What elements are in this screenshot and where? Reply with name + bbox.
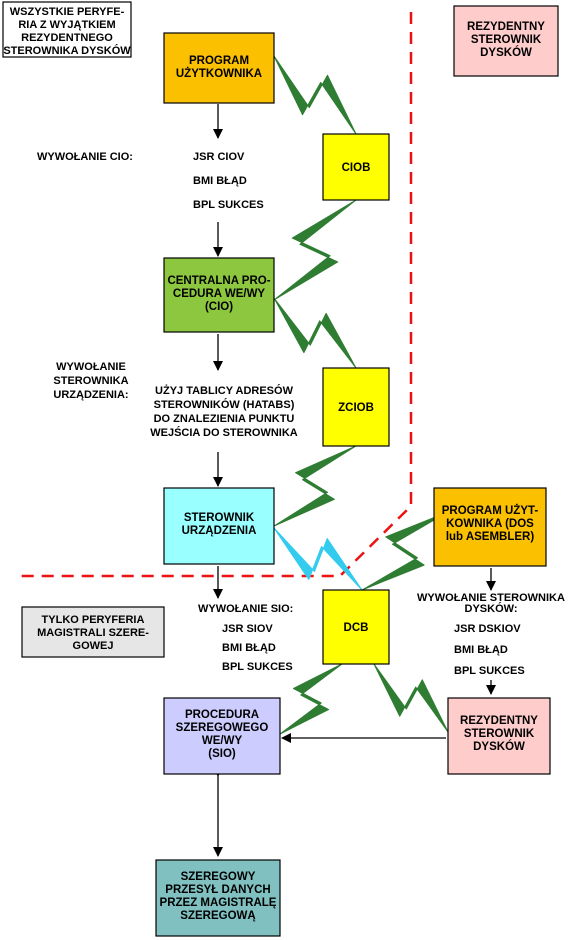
zciob-label: ZCIOB <box>338 402 374 414</box>
cio-box: CENTRALNA PRO-CEDURA WE/WY(CIO) <box>163 257 275 333</box>
zigzag-zciob-driver <box>273 445 357 527</box>
zigzag-program-ciob <box>273 55 357 135</box>
resident-boundary-line <box>18 12 413 578</box>
zigzag-dcb-resident <box>373 663 449 733</box>
zciob-box: ZCIOB <box>322 367 390 447</box>
zigzag-driver-dcb <box>273 527 363 591</box>
call-sio-title: WYWOŁANIE SIO: <box>198 603 293 615</box>
flow-arrows <box>213 104 496 857</box>
call-cio-title: WYWOŁANIE CIO: <box>37 151 133 163</box>
zigzag-cio-zciob <box>273 297 357 369</box>
ciob-box: CIOB <box>322 133 390 201</box>
dcb-box: DCB <box>322 589 390 665</box>
ciob-label: CIOB <box>342 162 371 174</box>
zigzag-ciob-cio <box>273 199 357 301</box>
cio-label: CENTRALNA PRO-CEDURA WE/WY(CIO) <box>167 275 270 313</box>
zigzag-dcb-sio <box>279 663 343 735</box>
dcb-label: DCB <box>344 622 369 634</box>
zigzag-connectors <box>273 55 449 735</box>
